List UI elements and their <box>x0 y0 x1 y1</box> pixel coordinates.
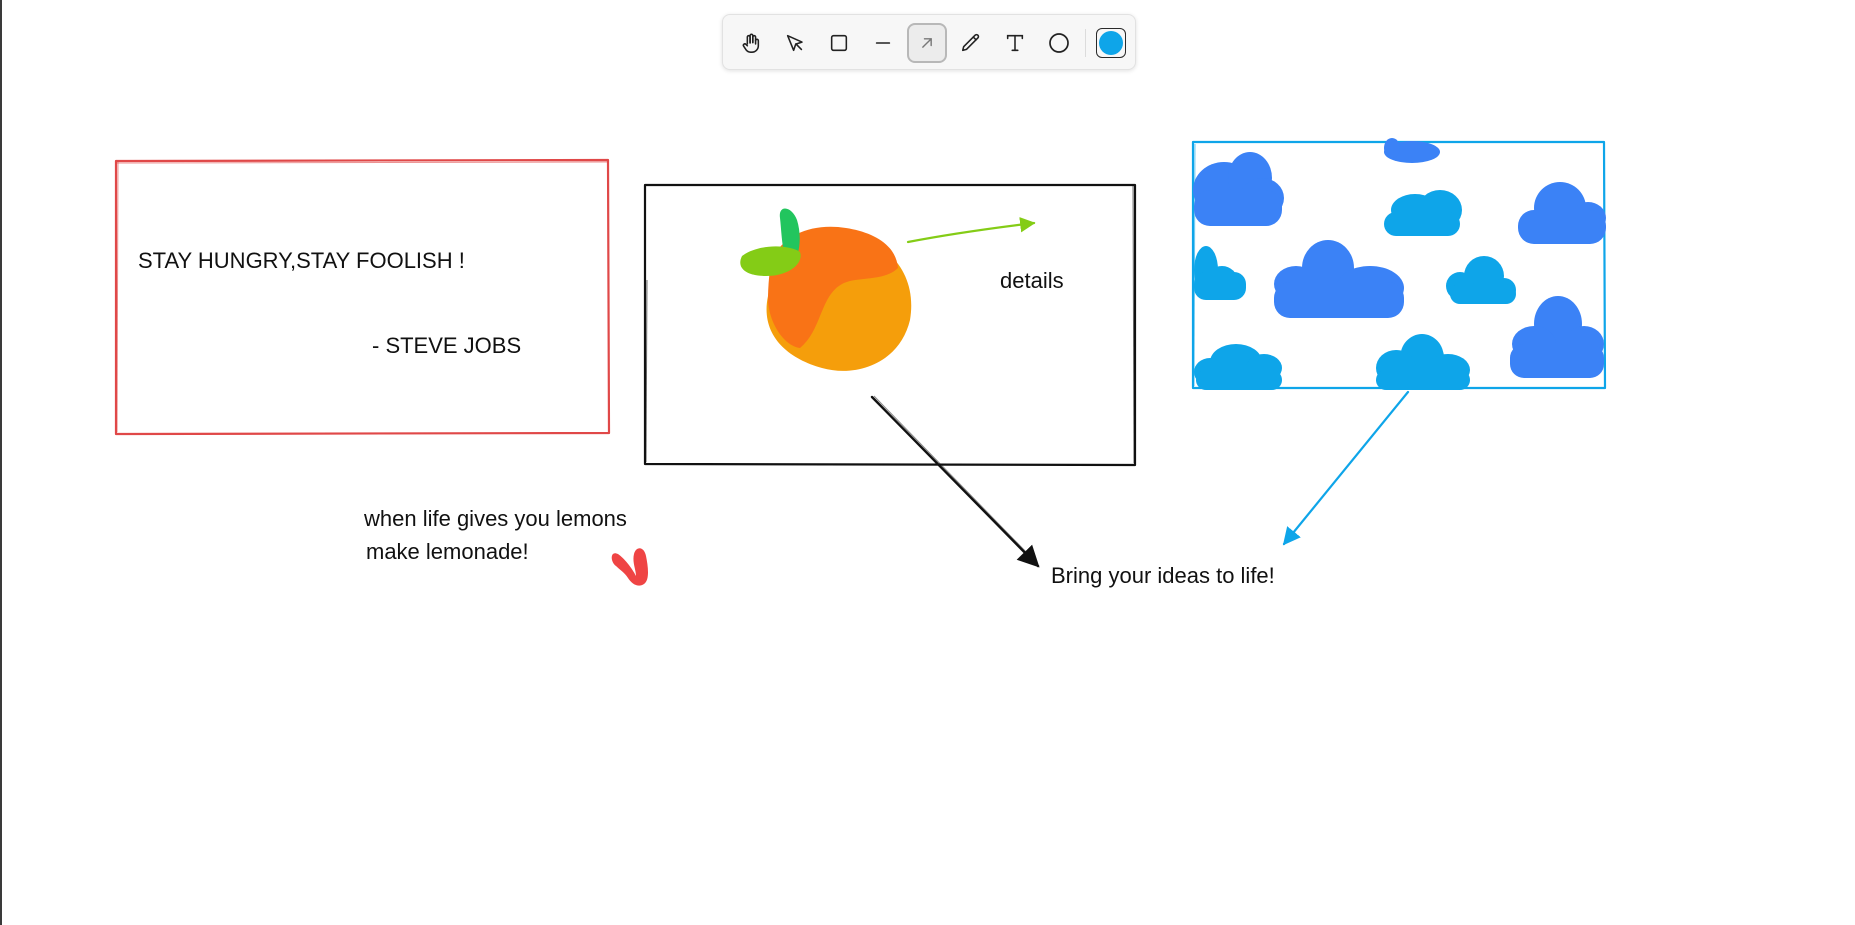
window-left-border <box>0 0 2 925</box>
orange-card-border <box>643 183 1137 467</box>
cloud-card[interactable] <box>1191 138 1607 390</box>
cloud <box>1446 256 1516 304</box>
rectangle-icon <box>830 34 848 52</box>
current-color-dot <box>1099 31 1123 55</box>
orange-card[interactable] <box>643 183 1137 467</box>
details-label[interactable]: details <box>1000 268 1064 293</box>
cloud <box>1194 344 1282 390</box>
cloud <box>1274 240 1404 318</box>
pencil-icon <box>961 33 980 52</box>
cloud <box>1376 334 1470 390</box>
cloud-card-border <box>1191 140 1607 390</box>
lemons-note-line-2[interactable]: make lemonade! <box>366 539 529 564</box>
circle-tool-button[interactable] <box>1039 23 1079 63</box>
text-icon <box>1006 34 1024 52</box>
cloud <box>1384 190 1462 236</box>
details-arrow <box>906 217 1036 244</box>
select-tool-button[interactable] <box>775 23 815 63</box>
lemons-note-line-1[interactable]: when life gives you lemons <box>364 506 627 531</box>
cloud <box>1194 246 1246 300</box>
arrow-tool-button[interactable] <box>907 23 947 63</box>
cloud <box>1510 296 1604 378</box>
heart-drawing[interactable] <box>611 548 648 586</box>
orange-leaf-light <box>740 246 801 276</box>
arrow-icon <box>922 38 932 48</box>
quote-card-border <box>114 158 611 436</box>
quote-card[interactable] <box>114 158 611 436</box>
hand-tool-button[interactable] <box>731 23 771 63</box>
quote-author[interactable]: - STEVE JOBS <box>372 333 522 358</box>
ideas-label[interactable]: Bring your ideas to life! <box>1051 563 1275 588</box>
line-tool-button[interactable] <box>863 23 903 63</box>
black-arrow[interactable] <box>870 395 1040 568</box>
text-tool-button[interactable] <box>995 23 1035 63</box>
color-picker-button[interactable] <box>1091 23 1131 63</box>
rectangle-tool-button[interactable] <box>819 23 859 63</box>
clouds-pattern <box>1193 138 1606 390</box>
blue-arrow[interactable] <box>1282 390 1410 546</box>
pencil-tool-button[interactable] <box>951 23 991 63</box>
circle-icon <box>1049 33 1069 53</box>
color-swatch-icon <box>1096 28 1126 58</box>
line-icon <box>875 42 891 44</box>
toolbar-divider <box>1085 29 1086 57</box>
cursor-icon <box>786 34 803 52</box>
cloud <box>1518 182 1606 244</box>
quote-text[interactable]: STAY HUNGRY,STAY FOOLISH ! <box>138 248 465 273</box>
hand-icon <box>742 33 760 53</box>
cloud <box>1193 152 1284 226</box>
orange-fruit-drawing <box>740 208 912 371</box>
drawing-toolbar <box>722 14 1136 70</box>
cloud <box>1384 138 1440 163</box>
